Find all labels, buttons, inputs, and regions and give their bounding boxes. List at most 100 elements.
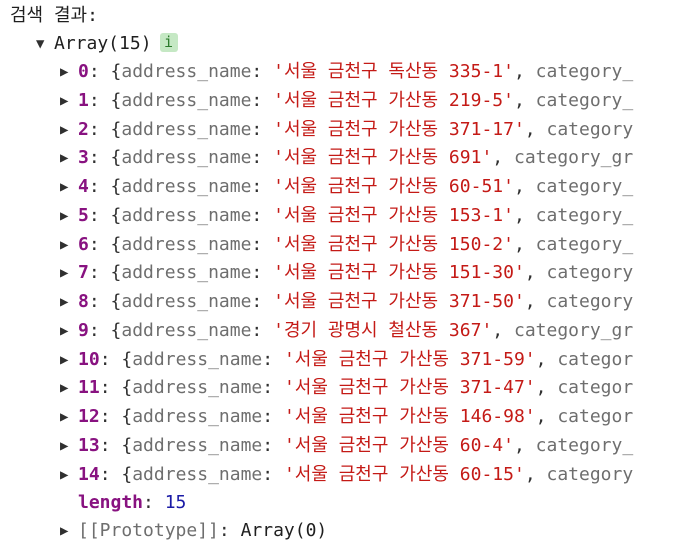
item-index: 7 <box>78 262 89 283</box>
array-item-row[interactable]: ▶8: {address_name: '서울 금천구 가산동 371-50', … <box>60 288 633 316</box>
truncated-next-key: category <box>546 464 634 485</box>
item-index: 11 <box>78 377 100 398</box>
array-item-row[interactable]: ▶3: {address_name: '서울 금천구 가산동 691', cat… <box>60 144 633 172</box>
array-item-row[interactable]: ▶2: {address_name: '서울 금천구 가산동 371-17', … <box>60 116 633 144</box>
length-property: length: 15 <box>78 492 187 513</box>
truncated-next-key: category_ <box>535 234 634 255</box>
collapsed-triangle-icon[interactable]: ▶ <box>60 237 69 253</box>
collapsed-triangle-icon[interactable]: ▶ <box>60 352 69 368</box>
collapsed-triangle-icon[interactable]: ▶ <box>60 409 69 425</box>
collapsed-triangle-icon[interactable]: ▶ <box>60 523 69 539</box>
truncated-next-key: category_ <box>535 176 634 197</box>
address-value: '서울 금천구 가산동 60-4' <box>283 435 514 456</box>
object-open-brace: { <box>121 435 133 456</box>
item-index: 2 <box>78 119 89 140</box>
address-value: '서울 금천구 가산동 219-5' <box>273 90 514 111</box>
address-value: '서울 금천구 가산동 371-47' <box>283 377 536 398</box>
address-name-key: address_name <box>132 435 263 456</box>
address-value: '서울 금천구 가산동 150-2' <box>273 234 514 255</box>
item-index: 6 <box>78 234 89 255</box>
object-open-brace: { <box>121 464 133 485</box>
array-item-row[interactable]: ▶7: {address_name: '서울 금천구 가산동 151-30', … <box>60 259 633 287</box>
array-item-row[interactable]: ▶10: {address_name: '서울 금천구 가산동 371-59',… <box>60 346 633 374</box>
info-icon[interactable]: i <box>159 33 178 52</box>
expanded-triangle-icon[interactable]: ▼ <box>36 36 45 52</box>
item-index: 14 <box>78 464 100 485</box>
truncated-next-key: category <box>546 262 634 283</box>
collapsed-triangle-icon[interactable]: ▶ <box>60 122 69 138</box>
item-index: 13 <box>78 435 100 456</box>
item-index: 4 <box>78 176 89 197</box>
array-item-row[interactable]: ▶12: {address_name: '서울 금천구 가산동 146-98',… <box>60 403 633 431</box>
address-value: '서울 금천구 가산동 60-15' <box>283 464 525 485</box>
item-index: 5 <box>78 205 89 226</box>
collapsed-triangle-icon[interactable]: ▶ <box>60 467 69 483</box>
address-value: '서울 금천구 가산동 151-30' <box>273 262 525 283</box>
collapsed-triangle-icon[interactable]: ▶ <box>60 265 69 281</box>
truncated-next-key: category_ <box>535 61 634 82</box>
array-type-label[interactable]: Array(15) <box>54 33 152 54</box>
address-name-key: address_name <box>132 349 263 370</box>
array-item-row[interactable]: ▶13: {address_name: '서울 금천구 가산동 60-4', c… <box>60 432 633 460</box>
truncated-next-key: categor <box>557 406 634 427</box>
array-item-row[interactable]: ▶1: {address_name: '서울 금천구 가산동 219-5', c… <box>60 87 633 115</box>
truncated-next-key: category_gr <box>513 320 634 341</box>
address-name-key: address_name <box>121 320 252 341</box>
collapsed-triangle-icon[interactable]: ▶ <box>60 380 69 396</box>
object-open-brace: { <box>110 176 122 197</box>
prototype-key: [[Prototype]] <box>78 520 219 541</box>
object-open-brace: { <box>110 61 122 82</box>
array-item-row[interactable]: ▶4: {address_name: '서울 금천구 가산동 60-51', c… <box>60 173 633 201</box>
item-index: 9 <box>78 320 89 341</box>
log-label: 검색 결과: <box>10 5 98 26</box>
address-name-key: address_name <box>121 119 252 140</box>
array-item-row[interactable]: ▶5: {address_name: '서울 금천구 가산동 153-1', c… <box>60 202 633 230</box>
address-name-key: address_name <box>121 176 252 197</box>
address-value: '서울 금천구 가산동 60-51' <box>273 176 514 197</box>
address-name-key: address_name <box>132 377 263 398</box>
array-item-row[interactable]: ▶14: {address_name: '서울 금천구 가산동 60-15', … <box>60 461 633 489</box>
object-open-brace: { <box>110 119 122 140</box>
object-open-brace: { <box>110 262 122 283</box>
address-value: '서울 금천구 가산동 371-17' <box>273 119 525 140</box>
truncated-next-key: categor <box>557 349 634 370</box>
address-name-key: address_name <box>121 291 252 312</box>
item-index: 0 <box>78 61 89 82</box>
address-name-key: address_name <box>121 61 252 82</box>
collapsed-triangle-icon[interactable]: ▶ <box>60 179 69 195</box>
truncated-next-key: categor <box>557 377 634 398</box>
object-open-brace: { <box>110 147 122 168</box>
truncated-next-key: category_ <box>535 90 634 111</box>
array-item-row[interactable]: ▶0: {address_name: '서울 금천구 독산동 335-1', c… <box>60 58 633 86</box>
object-open-brace: { <box>110 291 122 312</box>
address-value: '경기 광명시 철산동 367' <box>273 320 493 341</box>
array-item-row[interactable]: ▶6: {address_name: '서울 금천구 가산동 150-2', c… <box>60 231 633 259</box>
collapsed-triangle-icon[interactable]: ▶ <box>60 150 69 166</box>
address-value: '서울 금천구 가산동 146-98' <box>283 406 536 427</box>
collapsed-triangle-icon[interactable]: ▶ <box>60 323 69 339</box>
truncated-next-key: category_gr <box>513 147 634 168</box>
length-value: 15 <box>164 492 187 513</box>
array-item-row[interactable]: ▶11: {address_name: '서울 금천구 가산동 371-47',… <box>60 374 633 402</box>
address-value: '서울 금천구 가산동 691' <box>273 147 493 168</box>
array-header[interactable]: ▼ Array(15) i <box>36 30 178 58</box>
collapsed-triangle-icon[interactable]: ▶ <box>60 294 69 310</box>
address-value: '서울 금천구 가산동 153-1' <box>273 205 514 226</box>
address-value: '서울 금천구 가산동 371-59' <box>283 349 536 370</box>
address-name-key: address_name <box>121 234 252 255</box>
collapsed-triangle-icon[interactable]: ▶ <box>60 93 69 109</box>
item-index: 10 <box>78 349 100 370</box>
object-open-brace: { <box>110 234 122 255</box>
array-item-row[interactable]: ▶9: {address_name: '경기 광명시 철산동 367', cat… <box>60 317 633 345</box>
truncated-next-key: category_ <box>535 435 634 456</box>
address-name-key: address_name <box>121 205 252 226</box>
item-index: 8 <box>78 291 89 312</box>
collapsed-triangle-icon[interactable]: ▶ <box>60 208 69 224</box>
truncated-next-key: category_ <box>535 205 634 226</box>
truncated-next-key: category <box>546 119 634 140</box>
collapsed-triangle-icon[interactable]: ▶ <box>60 438 69 454</box>
address-name-key: address_name <box>132 406 263 427</box>
collapsed-triangle-icon[interactable]: ▶ <box>60 64 69 80</box>
prototype-row[interactable]: ▶[[Prototype]]: Array(0) <box>60 517 327 545</box>
